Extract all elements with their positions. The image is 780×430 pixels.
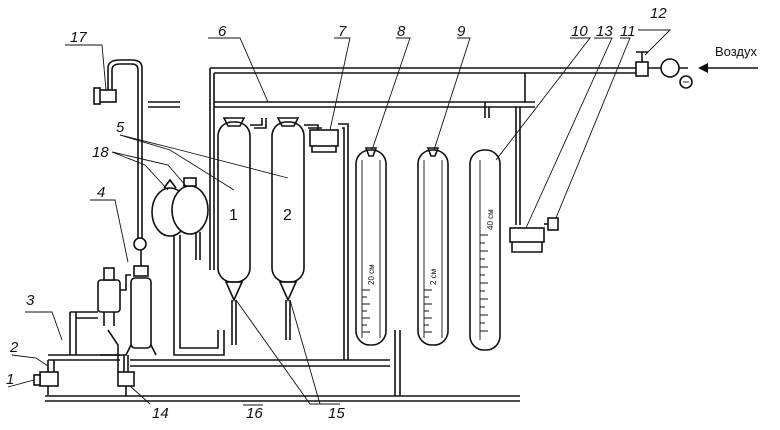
label-10: 10: [571, 23, 588, 40]
stopcock-14: [117, 355, 135, 396]
pipette-2-number: 2: [283, 207, 292, 224]
burette-9-scale: [424, 289, 432, 333]
label-4: 4: [97, 184, 105, 201]
pipette-1-number: 1: [229, 207, 238, 224]
label-9: 9: [457, 23, 466, 40]
air-label: Воздух: [715, 44, 758, 59]
bulb-tubing: [173, 235, 225, 356]
label-3: 3: [26, 292, 35, 309]
burette-10: [469, 149, 501, 351]
base-rail: [45, 330, 520, 402]
label-14: 14: [152, 405, 169, 422]
label-8: 8: [397, 23, 406, 40]
leader-lines: [7, 29, 672, 406]
stopcock-7: [309, 123, 349, 360]
burette-8-scale: [362, 289, 370, 333]
label-17: 17: [70, 29, 87, 46]
pipette-connector: [250, 118, 267, 129]
burette-8: [355, 147, 387, 346]
absorption-pipette-1: [217, 117, 251, 345]
filter-4: [100, 250, 157, 356]
scale-2cm: 2 см: [429, 269, 438, 285]
label-16: 16: [246, 405, 263, 422]
scale-20cm: 20 см: [367, 264, 376, 285]
air-inlet-valve: [635, 51, 758, 89]
label-18: 18: [92, 144, 109, 161]
label-7: 7: [338, 23, 347, 40]
burette-9: [417, 147, 449, 346]
label-13: 13: [596, 23, 613, 40]
label-5: 5: [116, 119, 125, 136]
label-6: 6: [218, 23, 227, 40]
stopcock-17: [93, 59, 143, 240]
label-15: 15: [328, 405, 345, 422]
top-manifold: [148, 67, 640, 270]
label-11: 11: [620, 23, 636, 40]
absorption-pipette-2: [271, 117, 305, 340]
label-12: 12: [650, 5, 667, 22]
inlet-piping: [33, 311, 120, 395]
label-2: 2: [9, 339, 19, 356]
vessel-3: [97, 267, 131, 326]
scale-40cm: 40 см: [486, 209, 495, 230]
label-1: 1: [6, 371, 14, 388]
levelling-bulb-right: [171, 177, 209, 235]
right-branch: [509, 73, 559, 253]
